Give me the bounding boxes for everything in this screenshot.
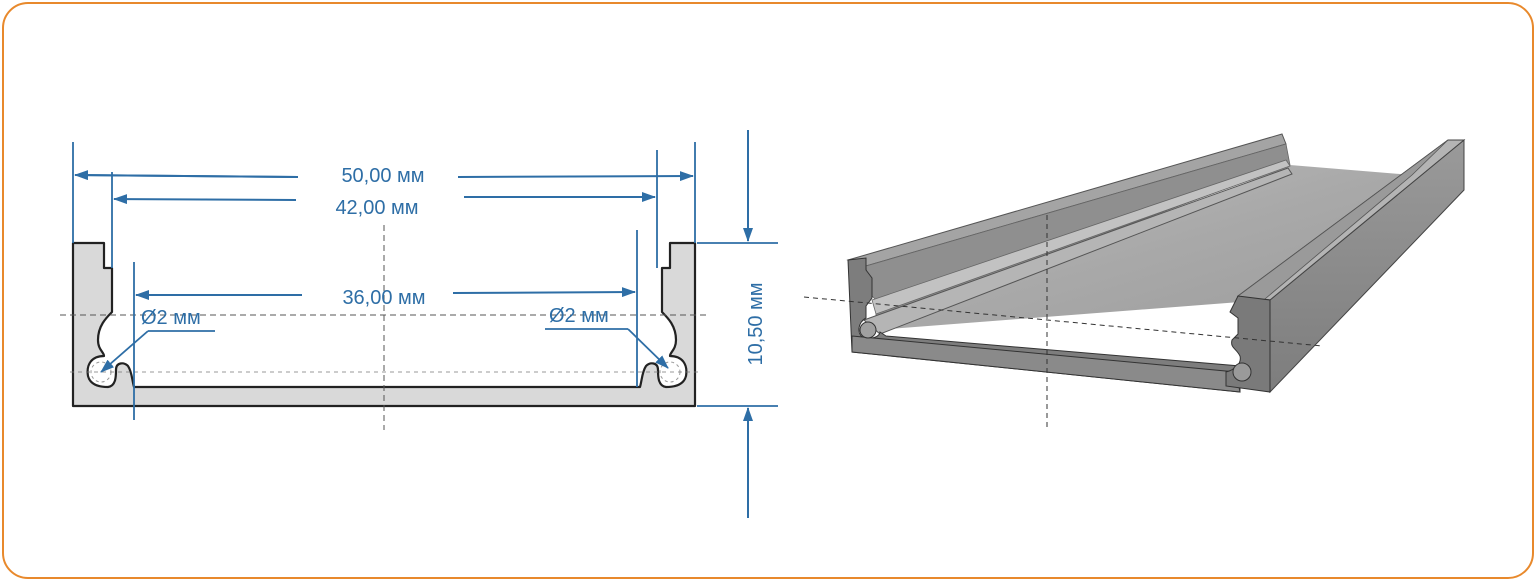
dim-label-height: 10,50 мм bbox=[745, 282, 767, 365]
profile-floor bbox=[876, 165, 1412, 330]
dim-label-groove-left: Ø2 мм bbox=[141, 307, 201, 329]
dim-label-base-width: 36,00 мм bbox=[342, 287, 425, 309]
perspective-centerline-horizontal bbox=[803, 296, 1323, 347]
perspective-view bbox=[803, 133, 1466, 430]
dim-arrow-outer-left bbox=[74, 170, 299, 181]
leader-groove-right bbox=[627, 328, 669, 369]
profile-right-groove-end bbox=[1232, 362, 1252, 382]
dim-label-outer-width: 50,00 мм bbox=[341, 165, 424, 187]
profile-bottom-front bbox=[851, 335, 1241, 393]
dim-label-groove-right: Ø2 мм bbox=[549, 305, 609, 327]
dim-arrow-inner-left bbox=[113, 194, 297, 205]
dim-label-inner-width: 42,00 мм bbox=[335, 197, 418, 219]
profile-section bbox=[71, 241, 697, 408]
profile-left-groove-end bbox=[859, 321, 877, 339]
dim-arrow-outer-right bbox=[457, 171, 694, 182]
cross-section-view: 50,00 мм 42,00 мм 36,00 мм Ø2 мм Ø2 мм 1… bbox=[60, 130, 778, 518]
leader-groove-left bbox=[100, 330, 149, 373]
dim-arrow-base-right bbox=[452, 287, 636, 298]
profile-left-lip bbox=[871, 159, 1291, 315]
